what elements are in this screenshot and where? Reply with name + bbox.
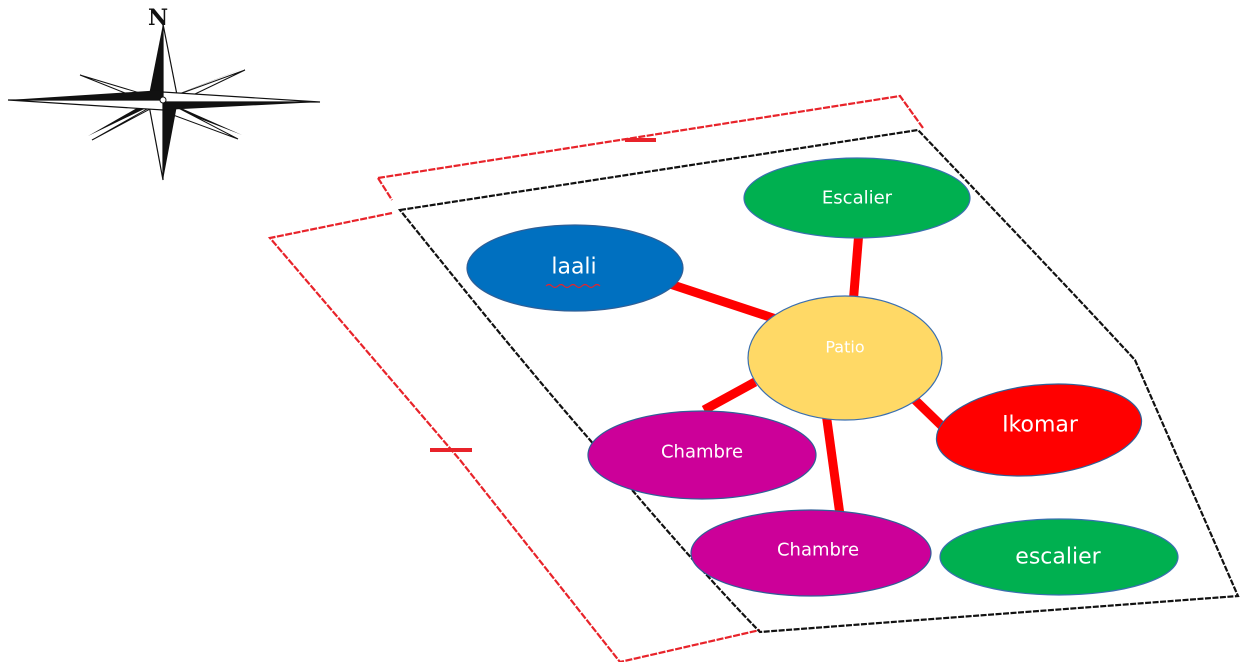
- node-patio-label: Patio: [825, 338, 864, 357]
- node-laali-label: laali: [551, 255, 596, 280]
- compass-rose-icon: N: [7, 5, 321, 181]
- link-patio-chambre-bottom: [821, 412, 845, 516]
- link-patio-ikomar: [909, 394, 950, 434]
- link-patio-escalier: [848, 230, 864, 306]
- node-chambre-left: Chambre: [587, 410, 817, 500]
- node-chambre-bottom: Chambre: [690, 509, 932, 597]
- node-chambre-left-label: Chambre: [661, 442, 743, 463]
- node-escalier-top-label: Escalier: [822, 188, 893, 209]
- node-patio: Patio: [747, 295, 943, 421]
- node-escalier-bottom: escalier: [939, 518, 1179, 596]
- node-ikomar: Ikomar: [935, 383, 1143, 477]
- node-escalier-top: Escalier: [743, 157, 971, 239]
- node-chambre-bottom-label: Chambre: [777, 540, 859, 561]
- link-patio-chambre-left: [701, 378, 758, 414]
- compass-north-label: N: [148, 5, 168, 31]
- node-escalier-bottom-label: escalier: [1015, 545, 1101, 570]
- link-patio-laali: [668, 279, 781, 325]
- node-ikomar-label: Ikomar: [1002, 413, 1079, 438]
- node-laali: laali: [466, 224, 684, 312]
- spellcheck-underline: [545, 283, 601, 289]
- plot-boundary-red: [267, 94, 924, 662]
- connection-links: [668, 230, 950, 516]
